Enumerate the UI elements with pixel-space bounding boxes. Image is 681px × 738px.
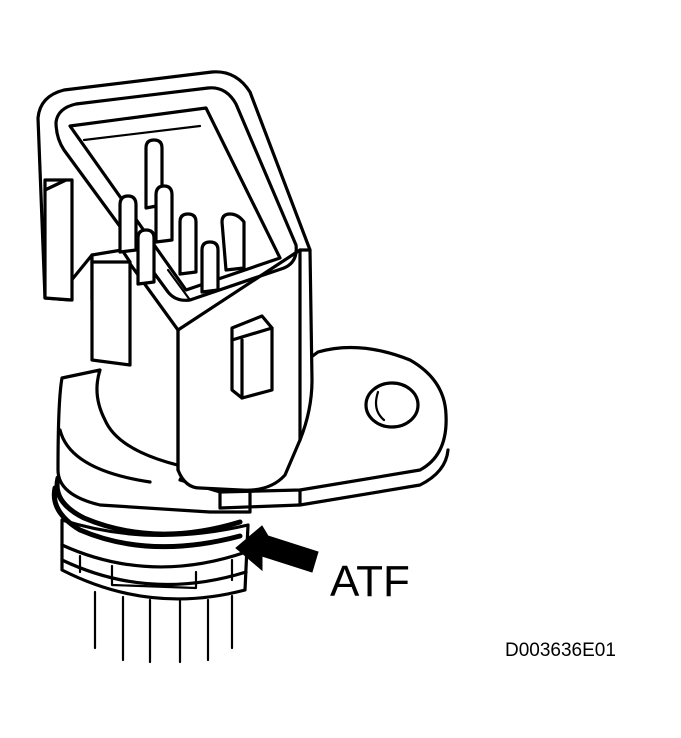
atf-arrow-icon	[235, 525, 319, 573]
wire-leads	[93, 590, 234, 664]
connector-pins	[118, 138, 246, 302]
atf-callout-label: ATF	[330, 557, 410, 606]
o-ring-seal	[51, 475, 243, 550]
bolt-hole-icon	[364, 381, 420, 429]
figure-code: D003636E01	[505, 640, 616, 661]
